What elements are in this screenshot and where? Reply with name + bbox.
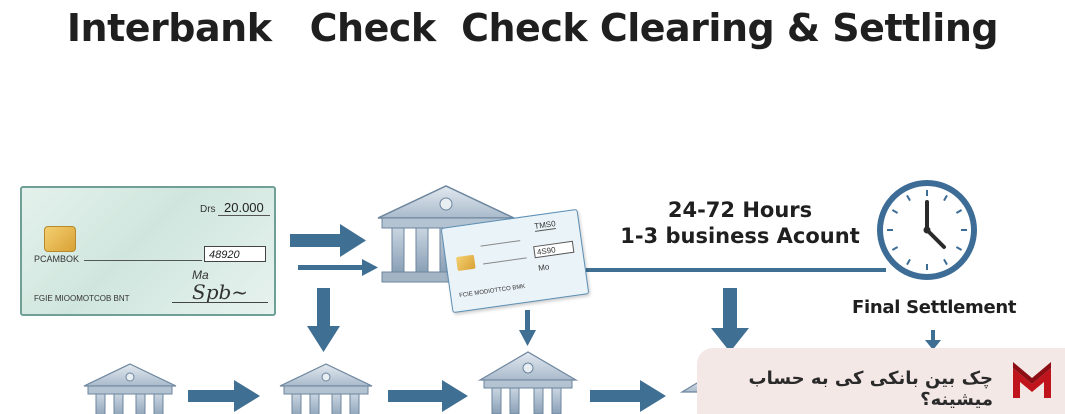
check-payee-label: PCAMBOK <box>34 254 80 264</box>
small-check-line <box>483 257 527 265</box>
check-currency-label: Drs <box>200 204 216 215</box>
small-check-line <box>480 240 521 247</box>
small-check-amount: 4S90 <box>533 240 575 259</box>
arrow-down-2 <box>519 310 536 346</box>
banner-text: چک بین بانکی کی به حساب میشینه؟ <box>748 368 994 410</box>
final-settlement-label: Final Settlement <box>852 297 1017 318</box>
small-check-bank-name: FCIE MODIOTTCO BMK <box>458 283 526 300</box>
bank-building-icon <box>477 351 579 414</box>
arrow-down-1 <box>307 288 340 352</box>
check-bank-name: FGIE MIOOMOTCOB BNT <box>34 294 130 303</box>
small-check-number: TMS0 <box>533 219 557 232</box>
arrow-long-line <box>586 268 886 272</box>
timing-hours: 24-72 Hours <box>667 198 813 222</box>
arrow-bottom-2 <box>388 380 468 412</box>
arrow-down-4 <box>925 330 941 350</box>
check-memo: Ma <box>192 268 209 282</box>
small-check-memo: Mo <box>537 262 550 273</box>
bank-building-icon <box>279 363 373 414</box>
diagram-title: Interbank Check Check Clearing & Settlin… <box>66 6 999 50</box>
arrow-lower-to-bank <box>298 259 378 276</box>
m-logo-icon <box>1013 362 1051 398</box>
bank-building-icon <box>83 363 177 414</box>
check-signature: Spb~ <box>192 280 249 304</box>
check-document: Drs 20.000 PCAMBOK 48920 Ma FGIE MIOOMOT… <box>20 186 276 316</box>
timing-days: 1-3 business Acount <box>620 224 860 248</box>
check-number-box: 48920 <box>204 246 266 262</box>
check-signature-line <box>172 302 268 303</box>
arrow-down-3 <box>711 288 749 352</box>
arrow-bottom-1 <box>188 380 260 412</box>
timing-label: 24-72 Hours 1-3 business Acount <box>600 198 880 248</box>
check-pay-line <box>84 260 202 261</box>
clock-icon <box>877 180 977 280</box>
chip-icon <box>44 226 76 252</box>
arrow-bottom-3 <box>590 380 666 412</box>
promo-banner[interactable]: چک بین بانکی کی به حساب میشینه؟ <box>697 348 1065 414</box>
arrow-check-to-bank <box>290 224 366 257</box>
check-amount: 20.000 <box>218 200 270 216</box>
chip-icon <box>455 254 476 272</box>
